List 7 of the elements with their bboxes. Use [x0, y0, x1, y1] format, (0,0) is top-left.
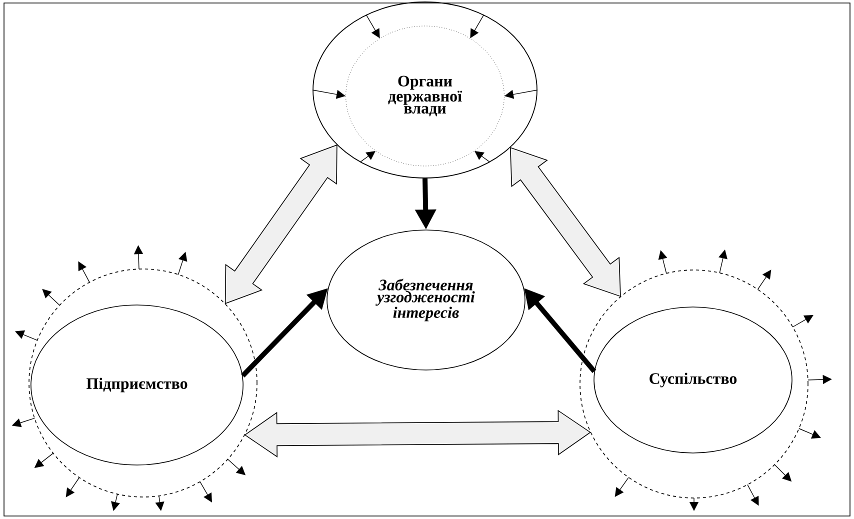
dashed-circle	[580, 270, 808, 498]
ellipse-node: Підприємство	[30, 304, 244, 466]
dashed-circle	[28, 268, 258, 498]
block-arrow	[510, 147, 621, 297]
outer-circle	[312, 2, 538, 178]
ellipse-node: Суспільство	[594, 306, 792, 454]
ellipse-node: Забезпечення узгодженості інтересів	[326, 230, 526, 370]
